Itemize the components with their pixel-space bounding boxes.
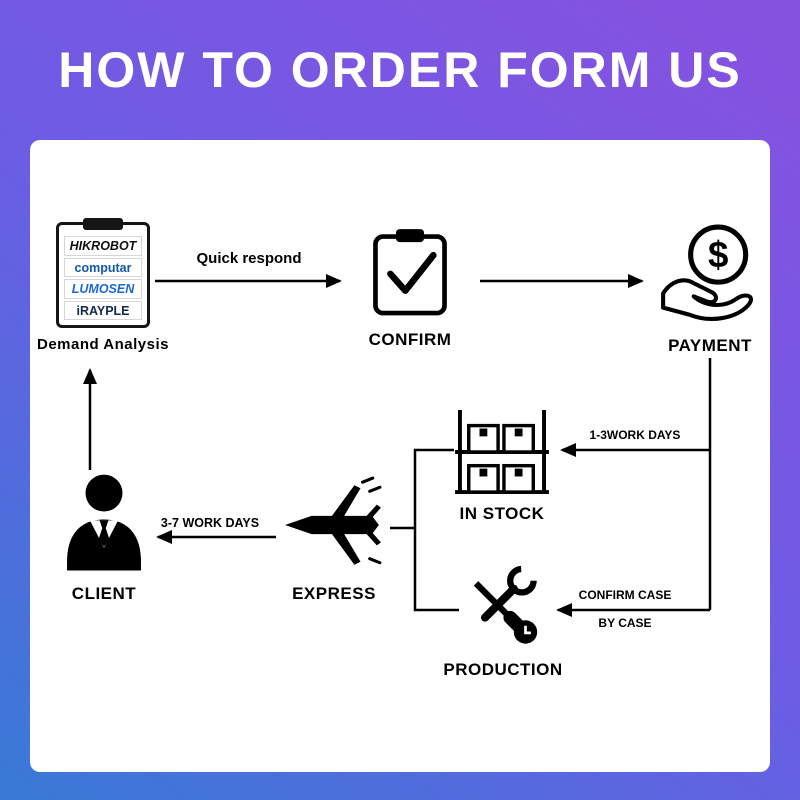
node-confirm: CONFIRM: [350, 222, 470, 350]
node-in-stock: IN STOCK: [442, 408, 562, 524]
edge-label-confirm-case: CONFIRM CASE: [578, 588, 672, 602]
airplane-icon: [285, 476, 382, 565]
brand-logo-computar: computar: [64, 257, 142, 277]
edge-label-by-case: BY CASE: [598, 616, 652, 630]
person-icon: [67, 474, 141, 571]
in-stock-label: IN STOCK: [459, 504, 545, 523]
demand-analysis-clipboard-icon: HIKROBOT computar LUMOSEN iRAYPLE: [56, 218, 150, 328]
dollar-sign: $: [708, 234, 728, 275]
confirm-clipboard-check-icon: [373, 229, 447, 316]
payment-label: PAYMENT: [668, 336, 752, 355]
demand-analysis-label: Demand Analysis: [37, 336, 169, 353]
clipboard-clip-icon: [83, 218, 123, 230]
production-label: PRODUCTION: [443, 660, 563, 679]
node-express: EXPRESS: [274, 474, 394, 604]
flow-connectors: [83, 274, 712, 617]
brand-logo-irayple: iRAYPLE: [64, 300, 142, 320]
brand-logo-lumosen: LUMOSEN: [64, 279, 142, 299]
warehouse-rack-icon: [455, 409, 549, 495]
edge-label-1-3-work-days: 1-3WORK DAYS: [589, 428, 681, 442]
page-title: HOW TO ORDER FORM US: [58, 42, 742, 98]
edge-label-3-7-work-days: 3-7 WORK DAYS: [160, 516, 260, 530]
flowchart-card: HIKROBOT computar LUMOSEN iRAYPLE Demand…: [30, 140, 770, 772]
node-demand-analysis: HIKROBOT computar LUMOSEN iRAYPLE Demand…: [37, 218, 169, 353]
line-stock-production-bracket: [413, 448, 459, 612]
wrench-tools-icon: [473, 565, 538, 644]
client-label: CLIENT: [71, 584, 137, 603]
node-production: PRODUCTION: [443, 558, 562, 680]
express-label: EXPRESS: [292, 584, 376, 603]
confirm-label: CONFIRM: [368, 330, 452, 349]
edge-label-quick-respond: Quick respond: [196, 250, 302, 267]
node-payment: $ PAYMENT: [648, 222, 772, 356]
payment-hand-coin-icon: $: [661, 224, 753, 321]
brand-logo-hikrobot: HIKROBOT: [64, 236, 142, 256]
header: HOW TO ORDER FORM US: [0, 0, 800, 140]
node-client: CLIENT: [44, 470, 164, 604]
